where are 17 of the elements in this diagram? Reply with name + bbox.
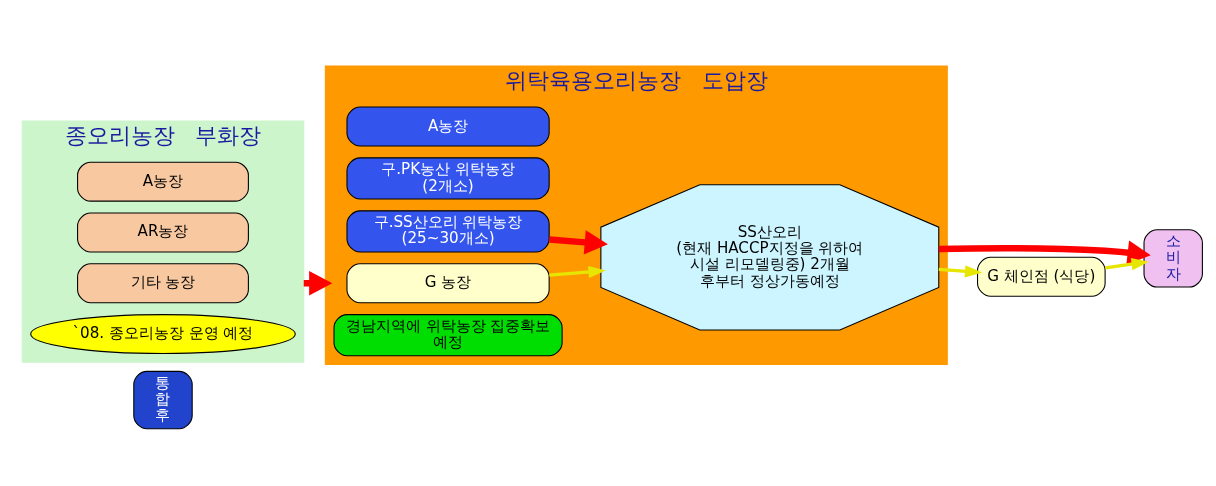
node-ellipse: `08. 종오리농장 운영 예정 (30, 314, 296, 355)
node-box: 구.PK농산 위탁농장 (2개소) (346, 157, 550, 200)
node-box: A농장 (346, 106, 550, 147)
node-box: A농장 (77, 161, 249, 202)
node-box: AR농장 (77, 212, 249, 253)
node-box: G 농장 (346, 263, 550, 304)
node-box: 통합후 (133, 370, 193, 430)
node-box: G 체인점 (식당) (977, 256, 1106, 297)
node-box: 구.SS산오리 위탁농장 (25~30개소) (346, 210, 550, 253)
arrow (1105, 258, 1149, 271)
arrow (938, 240, 1151, 265)
arrow (549, 230, 608, 255)
arrow (549, 265, 606, 278)
node-box: 소비자 (1143, 229, 1203, 288)
arrow (938, 265, 983, 278)
node-box: 기타 농장 (77, 263, 249, 304)
node-box: 경남지역에 위탁농장 집중확보 예정 (333, 314, 563, 357)
